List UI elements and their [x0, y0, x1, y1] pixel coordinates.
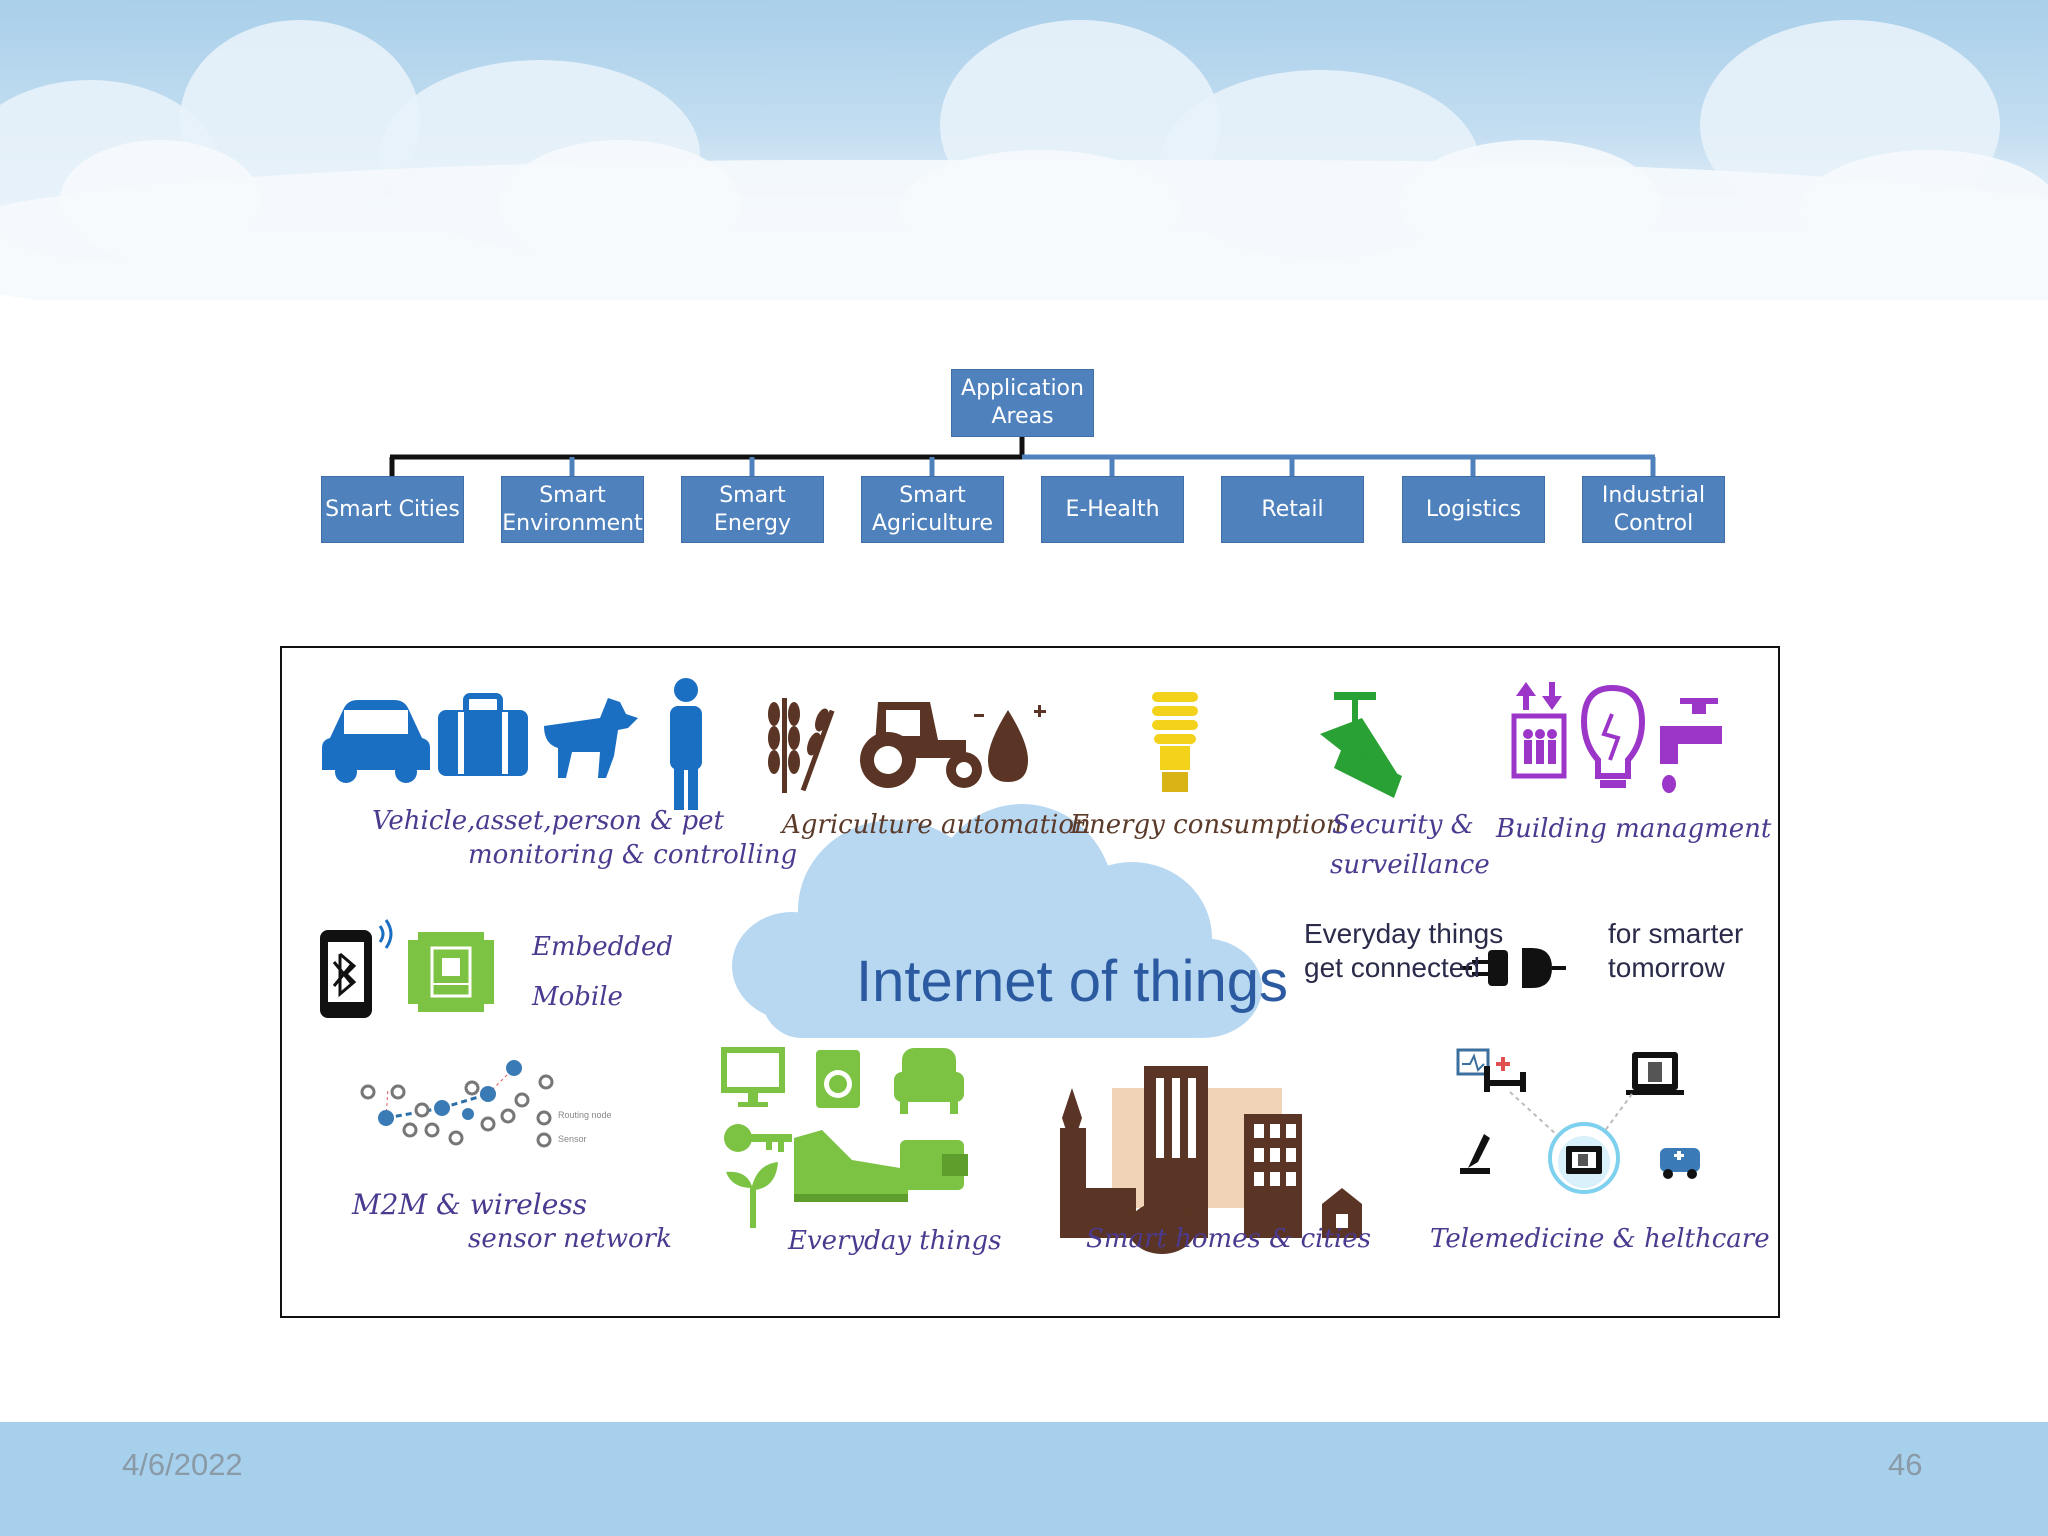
water-drop-icon: [974, 705, 1046, 782]
internet-of-things-illustration: Vehicle,asset,person & pet monitoring & …: [280, 646, 1780, 1318]
footer-page-number: 46: [1888, 1447, 1923, 1482]
footer-date: 4/6/2022: [122, 1447, 243, 1482]
wheat-icon: [768, 698, 835, 793]
circuit-board-icon: [408, 932, 494, 1012]
cloud-shape: [900, 150, 1180, 270]
caption-m2m-line2: sensor network: [468, 1224, 672, 1254]
cloud-shape: [500, 140, 740, 270]
org-node-retail: Retail: [1221, 476, 1364, 543]
caption-everyday-line2: get connected: [1304, 952, 1480, 983]
armchair-icon: [894, 1048, 964, 1114]
slide-footer-bar: [0, 1422, 2048, 1536]
caption-building: Building managment: [1496, 814, 1772, 844]
tractor-icon: [860, 702, 982, 788]
org-node-e-health: E-Health: [1041, 476, 1184, 543]
caption-sensor: Sensor: [558, 1134, 587, 1144]
caption-everyday-line1: Everyday things: [1304, 918, 1504, 949]
caption-routing-node: Routing node: [558, 1110, 612, 1120]
caption-energy: Energy consumption: [1070, 810, 1343, 840]
caption-smarter-line2: tomorrow: [1608, 952, 1725, 983]
org-node-smart-cities: Smart Cities: [321, 476, 464, 543]
caption-security-line1: Security &: [1332, 810, 1474, 840]
central-cloud-shape: [732, 804, 1262, 1038]
security-camera-icon: [1320, 692, 1402, 798]
telemedicine-icon: [1456, 1048, 1700, 1194]
light-bulb-outline-icon: [1580, 684, 1646, 788]
water-tap-icon: [1660, 698, 1722, 793]
internet-of-things-title: Internet of things: [855, 949, 1289, 1014]
light-bulb-icon: [1152, 692, 1198, 792]
elevator-icon: [1511, 682, 1567, 779]
car-icon: [322, 700, 430, 783]
sky-header-background: [0, 0, 2048, 300]
key-icon: [724, 1124, 792, 1152]
wallet-icon: [900, 1140, 968, 1190]
dog-icon: [544, 698, 638, 778]
monitor-icon: [721, 1047, 785, 1107]
city-skyline-icon: [1060, 1066, 1362, 1254]
org-node-smart-energy: Smart Energy: [681, 476, 824, 543]
org-node-smart-agriculture: Smart Agriculture: [861, 476, 1004, 543]
cloud-shape: [1800, 150, 2048, 270]
caption-m2m-line1: M2M & wireless: [352, 1188, 588, 1221]
briefcase-icon: [438, 693, 528, 776]
caption-mobile: Mobile: [532, 982, 623, 1012]
caption-agriculture: Agriculture automation: [782, 810, 1091, 840]
sensor-network-icon: [360, 1060, 554, 1148]
caption-everyday-things: Everyday things: [788, 1226, 1002, 1256]
caption-vehicle-line1: Vehicle,asset,person & pet: [372, 806, 725, 836]
caption-embedded: Embedded: [532, 932, 673, 962]
caption-security-line2: surveillance: [1330, 850, 1490, 880]
org-node-smart-environment: Smart Environment: [501, 476, 644, 543]
cloud-shape: [1400, 140, 1660, 270]
caption-smart-homes: Smart homes & cities: [1086, 1224, 1371, 1254]
sneaker-icon: [794, 1130, 909, 1202]
application-areas-org-chart: Application Areas Smart Cities Smart Env…: [0, 0, 2048, 560]
caption-vehicle-line2: monitoring & controlling: [468, 840, 798, 870]
iot-icons-layer: [320, 678, 1722, 1254]
org-chart-connectors: [389, 437, 1656, 476]
washing-machine-icon: [816, 1050, 860, 1108]
caption-telemedicine: Telemedicine & helthcare: [1430, 1224, 1770, 1254]
person-icon: [670, 678, 702, 810]
caption-smarter-line1: for smarter: [1608, 918, 1744, 949]
cloud-shape: [60, 140, 260, 260]
bluetooth-phone-icon: [320, 919, 393, 1018]
org-node-industrial-control: Industrial Control: [1582, 476, 1725, 543]
plant-icon: [726, 1162, 778, 1228]
org-node-logistics: Logistics: [1402, 476, 1545, 543]
plug-connector-icon: [1460, 948, 1566, 988]
org-root-node: Application Areas: [951, 369, 1094, 437]
